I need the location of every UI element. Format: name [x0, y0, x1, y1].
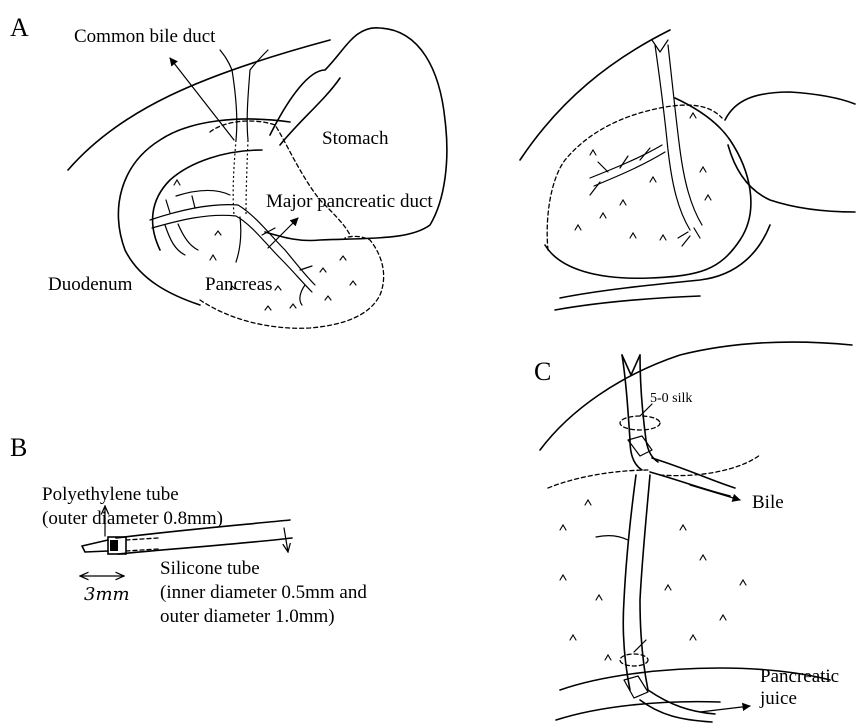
c-cannula-lower	[624, 676, 648, 698]
detail-bile-duct-fork	[652, 40, 668, 52]
c-duct-right	[640, 475, 650, 690]
detail-branch-4	[640, 148, 650, 160]
detail-branch-3	[590, 182, 600, 195]
liver-edge	[68, 40, 330, 170]
duct-branch-7	[300, 266, 312, 270]
detail-duodenum-outer	[545, 98, 751, 278]
silicone-tube-bottom	[118, 538, 292, 554]
panel-b: B Polyethylene tube (outer diameter 0.8m…	[10, 433, 367, 627]
label-silicone-outer: outer diameter 1.0mm)	[160, 606, 335, 627]
label-juice: juice	[759, 688, 797, 709]
label-major-pancreatic-duct: Major pancreatic duct	[266, 191, 433, 212]
tube-junction	[110, 540, 118, 551]
panel-b-letter: B	[10, 433, 27, 462]
detail-stomach	[725, 92, 855, 120]
detail-pancreas-texture	[575, 113, 711, 240]
detail-duodenum-bottom	[555, 296, 700, 310]
detail-branch-1	[598, 162, 608, 172]
polyethylene-tube-tip	[82, 540, 108, 552]
detail-pancreas-outline	[547, 105, 722, 250]
duct-branch-1	[166, 200, 170, 213]
label-polyethylene-diameter: (outer diameter 0.8mm)	[42, 508, 223, 529]
c-pancreas-texture	[560, 500, 746, 660]
c-liver-edge	[540, 342, 852, 450]
detail-liver-edge	[520, 30, 670, 160]
c-bile-tube-top	[652, 458, 735, 488]
label-scale: 3mm	[84, 584, 130, 605]
c-juice-arrow	[700, 706, 750, 712]
duct-branch-2	[192, 196, 195, 208]
duct-branch-8	[300, 285, 305, 305]
detail-duct-vertical-right	[680, 150, 702, 225]
detail-bile-duct-right	[668, 45, 680, 150]
common-bile-duct-right	[247, 70, 250, 140]
label-pancreatic: Pancreatic	[760, 666, 839, 687]
label-silk: 5-0 silk	[650, 391, 692, 406]
label-duodenum: Duodenum	[48, 274, 133, 295]
duct-branch-3	[165, 225, 185, 255]
c-duct-side-branch	[596, 536, 628, 540]
label-bile: Bile	[752, 492, 784, 513]
label-pancreas: Pancreas	[205, 274, 273, 295]
detail-duct-vertical-left	[668, 150, 690, 230]
pancreas-upper-edge	[176, 191, 230, 196]
silicone-tube-arrow	[284, 528, 288, 552]
panel-a-letter: A	[10, 13, 29, 42]
duct-branch-5	[236, 217, 241, 262]
major-pancreatic-duct-arrow	[268, 218, 298, 248]
label-silicone-inner: (inner diameter 0.5mm and	[160, 582, 367, 603]
panel-a-detail	[520, 30, 855, 310]
label-polyethylene-tube: Polyethylene tube	[42, 484, 179, 505]
common-bile-duct-arrow	[170, 58, 234, 140]
detail-branch-low	[678, 228, 700, 246]
panel-c-letter: C	[534, 357, 551, 386]
polyethylene-tube-inner	[126, 538, 158, 551]
c-silk-tie-lower-knot	[634, 640, 646, 652]
detail-bile-duct-left	[655, 45, 668, 150]
bile-duct-branch-1	[220, 50, 232, 70]
label-silicone-tube: Silicone tube	[160, 558, 260, 579]
c-duct-left	[623, 475, 636, 690]
pancreatic-duct-upper	[150, 205, 315, 285]
label-common-bile-duct: Common bile duct	[74, 26, 216, 47]
duct-branch-4	[178, 224, 198, 250]
common-bile-duct-left	[232, 70, 237, 140]
panel-a: A	[10, 13, 447, 328]
detail-duodenum-inner	[560, 225, 770, 298]
label-stomach: Stomach	[322, 128, 389, 149]
bile-duct-branch-2	[250, 50, 268, 70]
c-silk-tie-upper	[620, 416, 660, 430]
panel-c: C	[534, 342, 852, 722]
